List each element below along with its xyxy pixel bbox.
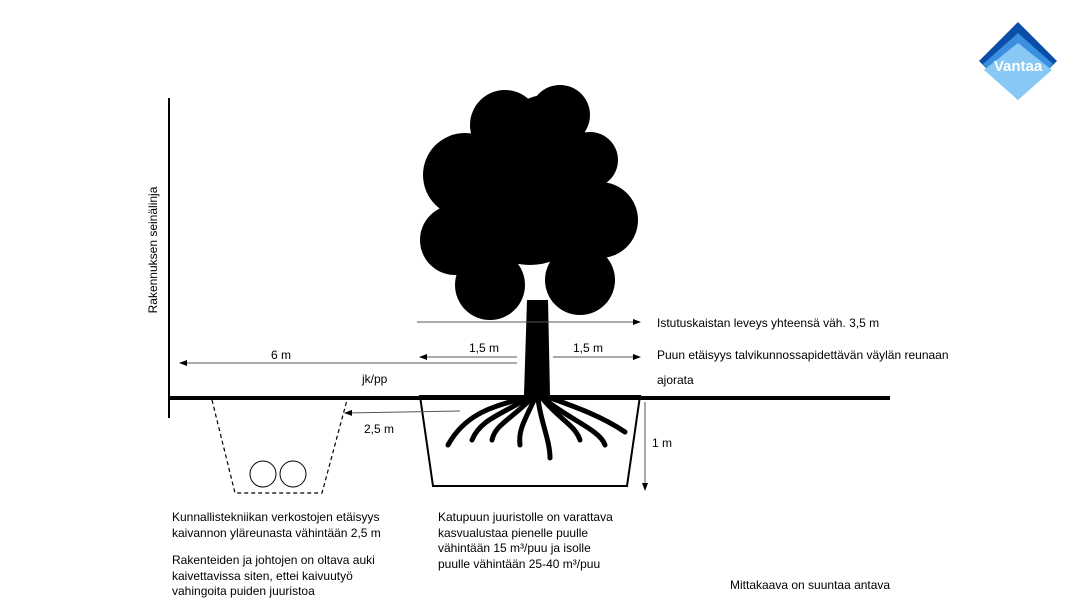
road-distance-label: Puun etäisyys talvikunnossapidettävän vä… (657, 348, 949, 362)
one-m-label: 1 m (652, 436, 673, 450)
note-line: puulle vähintään 25-40 m³/puu (438, 556, 601, 571)
planting-strip-label: Istutuskaistan leveys yhteensä väh. 3,5 … (657, 316, 880, 330)
excavation-note: Rakenteiden ja johtojen on oltava auki k… (172, 553, 375, 600)
six-m-label: 6 m (271, 348, 292, 362)
network-distance-note: Kunnallistekniikan verkostojen etäisyys … (172, 510, 381, 541)
note-line: vahingoita puiden juuristoa (172, 584, 315, 598)
vantaa-logo: Vantaa (979, 22, 1057, 100)
two-5-label: 2,5 m (364, 422, 395, 436)
utility-trench (211, 399, 348, 494)
wall-label: Rakennuksen seinälinja (146, 186, 160, 314)
root-volume-note: Katupuun juuristolle on varattava kasvua… (438, 510, 613, 572)
pipe-icon (249, 460, 277, 488)
left-1-5-label: 1,5 m (469, 341, 500, 355)
scale-note: Mittakaava on suuntaa antava (730, 578, 891, 592)
note-line: Kunnallistekniikan verkostojen etäisyys (172, 510, 380, 524)
note-line: kasvualustaa pienelle puulle (438, 525, 589, 540)
tree-icon (420, 85, 638, 461)
pipe-icon (279, 460, 307, 488)
note-line: Rakenteiden ja johtojen on oltava auki (172, 553, 375, 567)
note-line: Katupuun juuristolle on varattava (438, 510, 613, 524)
svg-text:Vantaa: Vantaa (994, 58, 1043, 75)
two-5-arrow (344, 409, 461, 416)
jkpp-label: jk/pp (362, 372, 388, 386)
note-line: kaivettavissa siten, ettei kaivuutyö (172, 568, 353, 583)
road-label: ajorata (657, 373, 694, 387)
note-line: vähintään 15 m³/puu ja isolle (438, 541, 591, 555)
note-line: kaivannon yläreunasta vähintään 2,5 m (172, 525, 381, 540)
root-bed-outline (418, 395, 642, 487)
right-1-5-label: 1,5 m (573, 341, 604, 355)
